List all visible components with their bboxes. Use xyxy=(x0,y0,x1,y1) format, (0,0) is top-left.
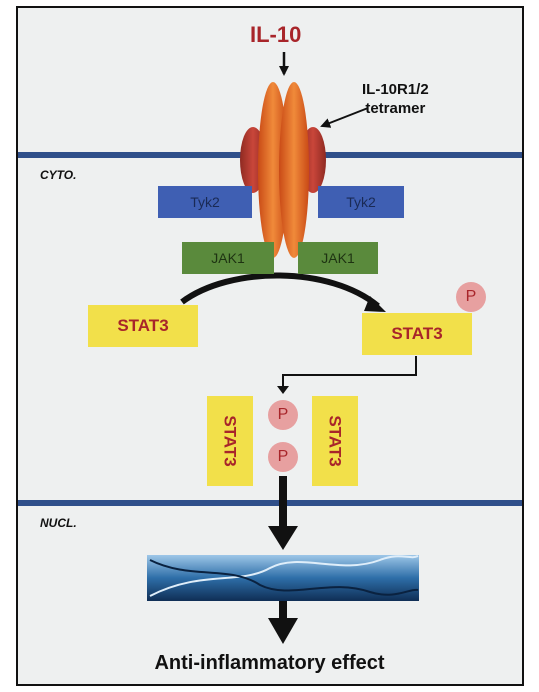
phosphorylation-arrow-head xyxy=(364,296,386,312)
stat3-label-right: STAT3 xyxy=(391,324,443,343)
dimerization-arrow xyxy=(282,356,417,388)
stat3-box-left: STAT3 xyxy=(88,305,198,347)
receptor-subunit-inner-right xyxy=(279,82,309,258)
phosphate-badge: P xyxy=(456,282,486,312)
phosphorylation-arrow xyxy=(180,272,380,309)
stat3-label-left: STAT3 xyxy=(117,316,169,335)
phosphate-dimer-top: P xyxy=(268,400,298,430)
nuclear-translocation-head xyxy=(268,526,298,550)
cytoplasm-label: CYTO. xyxy=(40,168,77,182)
phosphate-dimer-bottom: P xyxy=(268,442,298,472)
tyk2-label-right: Tyk2 xyxy=(346,194,376,210)
outcome-label: Anti-inflammatory effect xyxy=(154,652,385,674)
tyk2-label-left: Tyk2 xyxy=(190,194,220,210)
receptor-label: IL-10R1/2 tetramer xyxy=(362,80,429,118)
tyk2-box-right: Tyk2 xyxy=(318,186,404,218)
phosphate-dimer-bottom-label: P xyxy=(277,448,289,465)
jak1-label-right: JAK1 xyxy=(321,250,355,266)
stat3-box-right: STAT3 xyxy=(362,313,472,355)
tyk2-box-left: Tyk2 xyxy=(158,186,252,218)
receptor-pointer-arrow xyxy=(320,107,369,128)
jak1-label-left: JAK1 xyxy=(211,250,245,266)
stat3-dimer-right: STAT3 xyxy=(312,396,358,486)
nuclear-translocation-shaft xyxy=(279,476,287,528)
dna-strand xyxy=(147,555,419,601)
transcription-head xyxy=(268,618,298,644)
ligand-label: IL-10 xyxy=(250,22,302,47)
receptor-subunit-inner-left xyxy=(258,82,288,258)
nucleus-label: NUCL. xyxy=(40,516,77,530)
transcription-shaft xyxy=(279,601,287,621)
dimerization-arrow-head xyxy=(277,386,289,394)
stat3-dimer-label-left: STAT3 xyxy=(221,415,241,467)
receptor-tetramer xyxy=(240,82,326,258)
stat3-dimer-label-right: STAT3 xyxy=(326,415,346,467)
stat3-dimer-left: STAT3 xyxy=(207,396,253,486)
receptor-label-line1: IL-10R1/2 xyxy=(362,81,429,98)
nuclear-membrane xyxy=(18,500,522,506)
jak1-box-left: JAK1 xyxy=(182,242,274,274)
phosphate-dimer-top-label: P xyxy=(277,406,289,423)
receptor-label-line2: tetramer xyxy=(365,100,426,117)
jak1-box-right: JAK1 xyxy=(298,242,378,274)
phosphate-badge-label: P xyxy=(465,288,477,305)
